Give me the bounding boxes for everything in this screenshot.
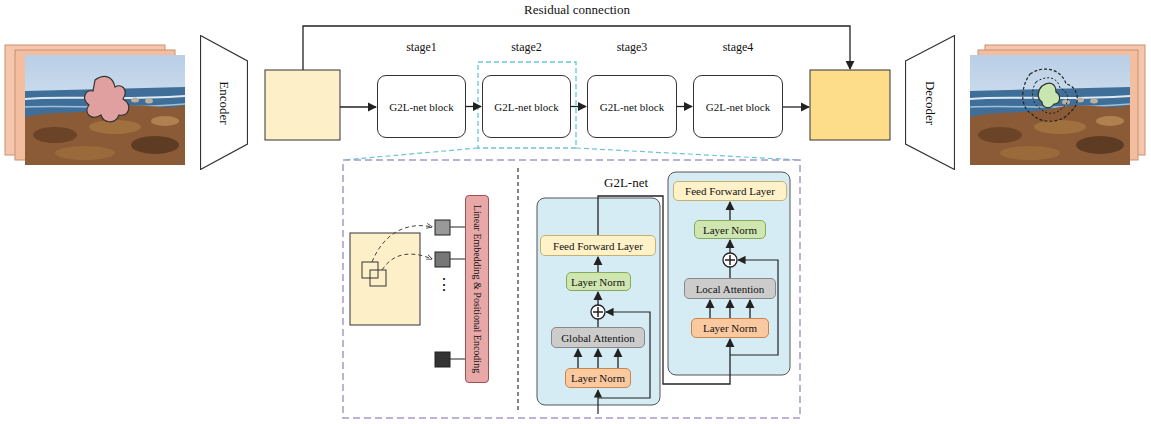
encoder-trapezoid: Encoder	[200, 35, 248, 170]
box-text: Feed Forward Layer	[553, 239, 643, 252]
flow-arrow	[340, 106, 376, 107]
zoom-line	[343, 148, 478, 160]
box-text: Decoder	[923, 80, 938, 124]
decoder-trapezoid: Decoder	[905, 35, 955, 170]
stage-label: stage1	[406, 41, 437, 55]
box-text: G2L-net block	[494, 100, 558, 113]
box-text: Linear Embedding & Positional Encoding	[471, 205, 483, 373]
stage-label: stage2	[511, 41, 542, 55]
box-text: Global Attention	[561, 331, 635, 344]
detail-box	[343, 160, 800, 418]
connector-arrow	[730, 240, 731, 278]
stage-label: stage3	[617, 41, 648, 55]
highlight-box	[478, 62, 576, 148]
connector-arrow	[677, 106, 692, 107]
box-text: Encoder	[217, 81, 232, 124]
feed-forward-box: Feed Forward Layer	[673, 181, 787, 201]
feed-forward-box: Feed Forward Layer	[540, 235, 656, 256]
connector-arrow	[710, 300, 750, 318]
input-wire	[597, 390, 598, 414]
box-text: Layer Norm	[571, 372, 625, 385]
box-text: Layer Norm	[703, 223, 757, 236]
input-image-stack	[5, 45, 185, 165]
layer-norm-box: Layer Norm	[694, 220, 766, 239]
connector-arrow	[598, 292, 599, 327]
ellipsis: ⋮	[436, 276, 452, 294]
module-title: G2L-net	[604, 176, 648, 191]
box-text: G2L-net block	[706, 100, 770, 113]
add-symbol	[591, 305, 605, 319]
connector-arrow	[578, 349, 618, 368]
connector-arrow	[571, 106, 586, 107]
layer-norm-box: Layer Norm	[691, 318, 769, 338]
patch-embedding-figure	[350, 220, 465, 367]
connector-arrow	[730, 202, 731, 220]
box-text: Local Attention	[696, 282, 765, 295]
skip-wire	[730, 260, 778, 355]
stage-block: stage2G2L-net block	[482, 75, 571, 138]
connector-arrow	[466, 106, 481, 107]
box-text: Feed Forward Layer	[685, 185, 775, 198]
stage-block: stage3G2L-net block	[587, 75, 677, 138]
embedding-bar: Linear Embedding & Positional Encoding	[465, 195, 489, 383]
feature-map	[810, 70, 890, 140]
layer-norm-box: Layer Norm	[565, 368, 631, 388]
box-text: G2L-net block	[389, 100, 453, 113]
output-image-stack	[970, 45, 1145, 165]
stage-block: stage1G2L-net block	[377, 75, 466, 138]
box-text: Layer Norm	[571, 275, 625, 288]
attention-box: Local Attention	[684, 278, 776, 299]
stage-block: stage4G2L-net block	[693, 75, 783, 138]
divider	[517, 168, 518, 412]
transformer-panel	[668, 172, 790, 375]
box-text: G2L-net block	[600, 100, 664, 113]
connector-arrow	[598, 257, 599, 272]
zoom-line	[576, 148, 800, 160]
flow-arrow	[783, 106, 809, 107]
add-symbol	[723, 253, 737, 267]
feature-map	[265, 70, 340, 140]
box-text: Layer Norm	[703, 322, 757, 335]
layer-norm-box: Layer Norm	[566, 272, 631, 291]
attention-box: Global Attention	[551, 327, 645, 348]
stage-label: stage4	[723, 41, 754, 55]
connection-label: Residual connection	[524, 3, 630, 18]
